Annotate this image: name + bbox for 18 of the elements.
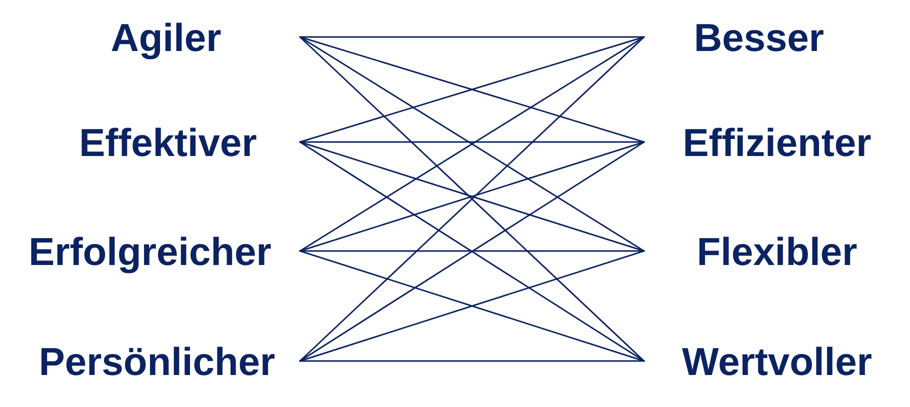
connector-line [299,250,645,252]
word-label: Erfolgreicher [31,236,271,274]
crossed-lines [299,250,645,362]
crossed-lines [299,36,645,362]
word-label: Wertvoller [682,346,872,376]
word-label: Flexibler [699,236,857,266]
connector-line [299,36,645,38]
word-label: Persönlicher [41,346,275,376]
crossed-lines [299,36,645,252]
crossed-lines [299,141,645,252]
word-label: Effektiver [82,128,256,156]
connector-line [299,360,645,362]
crossed-lines [299,141,645,362]
word-label: Effizienter [685,128,871,156]
word-label: Agiler [112,22,221,60]
crossed-lines [299,36,645,143]
word-label: Besser [696,24,824,52]
connector-line [299,141,645,143]
